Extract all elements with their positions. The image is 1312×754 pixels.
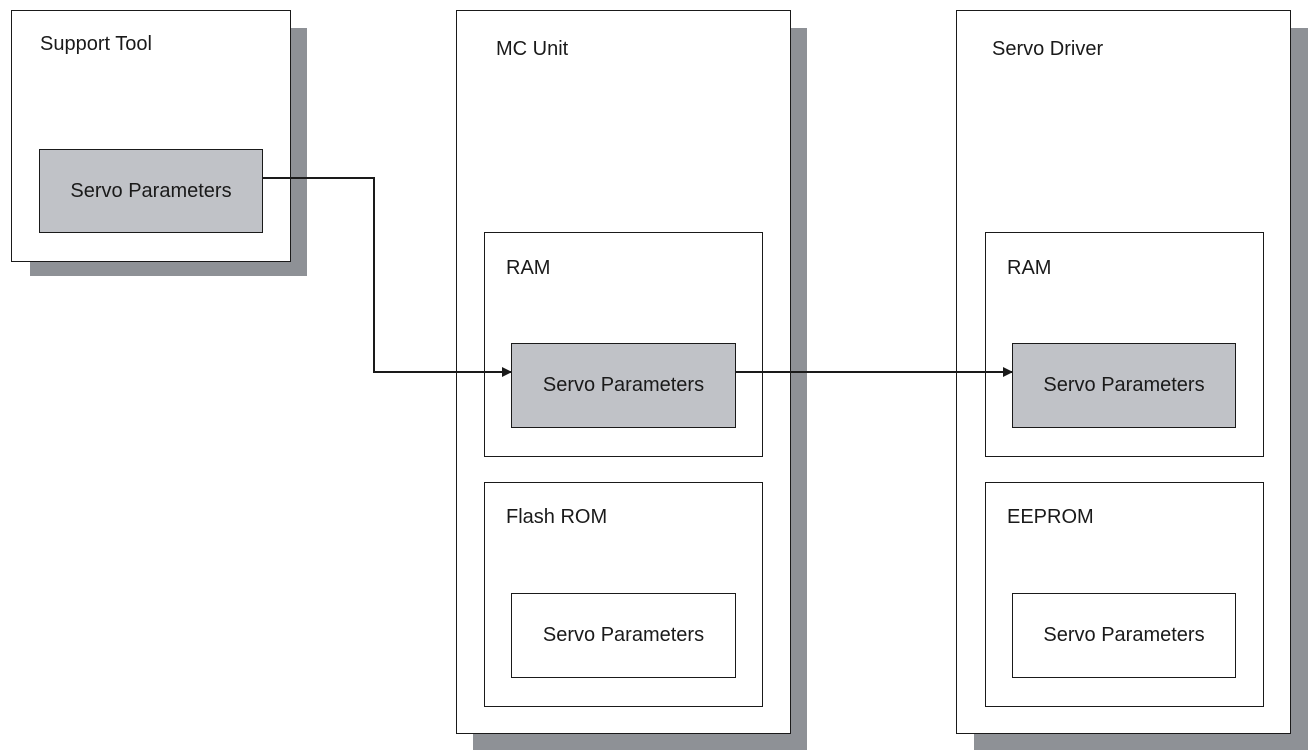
mc-unit-ram-servo-parameters: Servo Parameters	[511, 343, 736, 428]
servo-driver-title: Servo Driver	[992, 38, 1104, 60]
support-tool-title: Support Tool	[40, 33, 152, 55]
mc-unit-ram-title: RAM	[506, 257, 551, 279]
servo-driver-eeprom-servo-parameters: Servo Parameters	[1012, 593, 1236, 678]
servo-driver-ram-param-label: Servo Parameters	[1043, 374, 1205, 396]
servo-driver-eeprom-title: EEPROM	[1007, 506, 1094, 528]
mc-unit-flash-rom-title: Flash ROM	[506, 506, 608, 528]
support-tool-to-mc-unit-arrow	[263, 177, 512, 377]
mc-unit-ram-param-label: Servo Parameters	[542, 374, 705, 396]
mc-unit-title: MC Unit	[496, 38, 569, 60]
mc-unit-flash-param-label: Servo Parameters	[542, 624, 705, 646]
support-tool-servo-parameters: Servo Parameters	[39, 149, 263, 233]
support-tool-param-label: Servo Parameters	[70, 179, 232, 202]
servo-driver-ram-servo-parameters: Servo Parameters	[1012, 343, 1236, 428]
servo-driver-ram-title: RAM	[1007, 257, 1052, 279]
servo-driver-eeprom-param-label: Servo Parameters	[1043, 624, 1205, 646]
mc-unit-flash-servo-parameters: Servo Parameters	[511, 593, 736, 678]
